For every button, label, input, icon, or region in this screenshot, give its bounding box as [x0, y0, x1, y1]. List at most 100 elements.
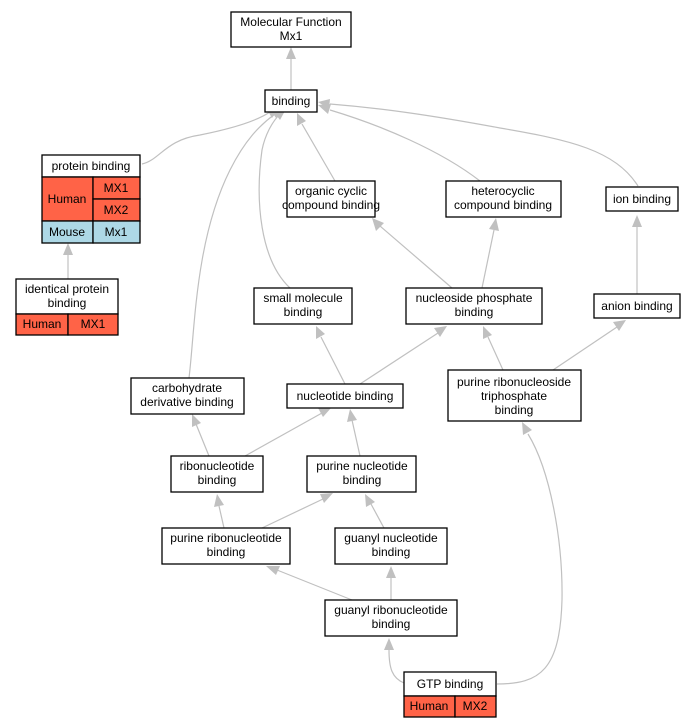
species-label: Human: [23, 317, 62, 331]
node-identical-protein-binding[interactable]: identical protein binding Human MX1: [15, 278, 119, 336]
arrow-icon: [384, 638, 394, 650]
edge-prt-nucleoside-phosphate: [487, 336, 504, 371]
node-nucleotide-binding[interactable]: nucleotide binding: [286, 383, 404, 409]
edge-nucleotide-nucleoside-phosphate: [359, 332, 439, 385]
node-label: binding: [372, 617, 411, 631]
node-ion-binding[interactable]: ion binding: [605, 186, 679, 212]
node-label: compound binding: [454, 198, 552, 212]
arrow-icon: [318, 99, 330, 109]
node-purine-ribonucleoside-triphosphate-binding[interactable]: purine ribonucleoside triphosphate bindi…: [447, 369, 582, 422]
gene-label: MX1: [104, 181, 129, 195]
edge-ribonucleotide-nucleotide: [244, 412, 323, 457]
edge-purine-ribonucleotide-purine-nucleotide: [261, 498, 324, 529]
arrow-icon: [632, 215, 642, 227]
node-protein-binding[interactable]: protein binding Human MX1 MX2 Mouse Mx1: [41, 154, 141, 244]
arrow-icon: [372, 218, 384, 231]
node-label: derivative binding: [140, 395, 233, 409]
gene-table: Human MX2: [403, 695, 497, 718]
edge-small-molecule-binding: [258, 113, 291, 289]
node-label: Mx1: [280, 29, 303, 43]
edge-purine-ribonucleotide-ribonucleotide: [218, 505, 225, 529]
gene-label: MX1: [81, 317, 106, 331]
node-label: binding: [207, 545, 246, 559]
arrow-icon: [386, 566, 396, 578]
node-carbohydrate-derivative-binding[interactable]: carbohydrate derivative binding: [130, 377, 245, 415]
gene-cell[interactable]: [92, 220, 141, 244]
arrow-icon: [320, 493, 333, 503]
node-ribonucleotide-binding[interactable]: ribonucleotide binding: [170, 455, 264, 493]
gene-cell[interactable]: [67, 313, 119, 336]
node-label: purine ribonucleotide: [170, 531, 282, 545]
edge-guanyl-ribonucleotide-purine-ribonucleotide: [276, 569, 353, 601]
edge-guanyl-nucleotide-purine-nucleotide: [370, 503, 385, 529]
arrow-icon: [214, 494, 224, 507]
node-gtp-binding[interactable]: GTP binding Human MX2: [403, 671, 497, 718]
edge-nucleotide-small-molecule: [320, 336, 346, 385]
node-label: binding: [495, 403, 534, 417]
node-label: binding: [198, 473, 237, 487]
node-anion-binding[interactable]: anion binding: [593, 293, 681, 319]
edge-gtp-guanyl-ribonucleotide: [388, 649, 405, 684]
node-heterocyclic-compound-binding[interactable]: heterocyclic compound binding: [445, 180, 562, 218]
node-organic-cyclic-compound-binding[interactable]: organic cyclic compound binding: [282, 180, 380, 218]
node-label: ribonucleotide: [180, 459, 255, 473]
node-label: identical protein: [25, 282, 109, 296]
gene-label: Mx1: [105, 225, 128, 239]
node-label: purine nucleotide: [316, 459, 408, 473]
node-molecular-function[interactable]: Molecular Function Mx1: [230, 11, 352, 48]
node-label: nucleoside phosphate: [416, 291, 533, 305]
edge-prt-anion: [552, 326, 618, 371]
node-small-molecule-binding[interactable]: small molecule binding: [253, 287, 353, 325]
node-label: anion binding: [601, 299, 672, 313]
gene-label: MX2: [104, 203, 129, 217]
arrow-icon: [318, 408, 331, 417]
node-label: binding: [284, 305, 323, 319]
gene-table: Human MX1: [15, 313, 119, 336]
node-label: binding: [272, 94, 311, 108]
arrow-icon: [483, 326, 492, 339]
node-label: guanyl ribonucleotide: [334, 603, 448, 617]
edge-organic-cyclic-binding: [301, 123, 336, 182]
node-label: triphosphate: [481, 389, 547, 403]
species-label: Human: [410, 699, 449, 713]
edge-nucleoside-phosphate-organic: [379, 225, 453, 289]
arrow-icon: [489, 218, 499, 231]
node-label: heterocyclic: [471, 184, 534, 198]
arrow-icon: [434, 326, 447, 337]
species-label: Human: [48, 192, 87, 206]
node-guanyl-nucleotide-binding[interactable]: guanyl nucleotide binding: [334, 527, 448, 565]
arrow-icon: [347, 409, 357, 422]
node-label: binding: [48, 296, 87, 310]
edge-gtp-prt: [496, 433, 563, 685]
node-nucleoside-phosphate-binding[interactable]: nucleoside phosphate binding: [405, 287, 543, 325]
arrow-icon: [365, 494, 375, 507]
node-label: organic cyclic: [295, 184, 367, 198]
node-label: compound binding: [282, 198, 380, 212]
arrow-icon: [63, 243, 73, 255]
arrow-icon: [286, 47, 296, 59]
node-label: binding: [372, 545, 411, 559]
edge-protein-binding-binding: [141, 111, 271, 165]
edge-nucleoside-phosphate-heterocyclic: [481, 229, 495, 289]
edge-heterocyclic-binding: [329, 109, 481, 182]
arrow-icon: [522, 422, 532, 435]
arrow-icon: [266, 566, 280, 575]
arrow-icon: [192, 414, 201, 427]
species-label: Mouse: [49, 225, 85, 239]
node-label: protein binding: [52, 159, 131, 173]
node-guanyl-ribonucleotide-binding[interactable]: guanyl ribonucleotide binding: [324, 599, 458, 637]
node-label: ion binding: [613, 192, 671, 206]
arrow-icon: [316, 326, 325, 339]
node-label: guanyl nucleotide: [344, 531, 438, 545]
edge-ribonucleotide-carbohydrate: [195, 423, 210, 457]
edges: [63, 47, 642, 685]
node-label: small molecule: [263, 291, 343, 305]
gene-cell[interactable]: [454, 695, 497, 718]
node-purine-ribonucleotide-binding[interactable]: purine ribonucleotide binding: [161, 527, 291, 565]
node-binding[interactable]: binding: [264, 89, 318, 113]
node-purine-nucleotide-binding[interactable]: purine nucleotide binding: [306, 455, 417, 493]
gene-label: MX2: [463, 699, 488, 713]
node-label: binding: [343, 473, 382, 487]
arrow-icon: [613, 320, 626, 331]
